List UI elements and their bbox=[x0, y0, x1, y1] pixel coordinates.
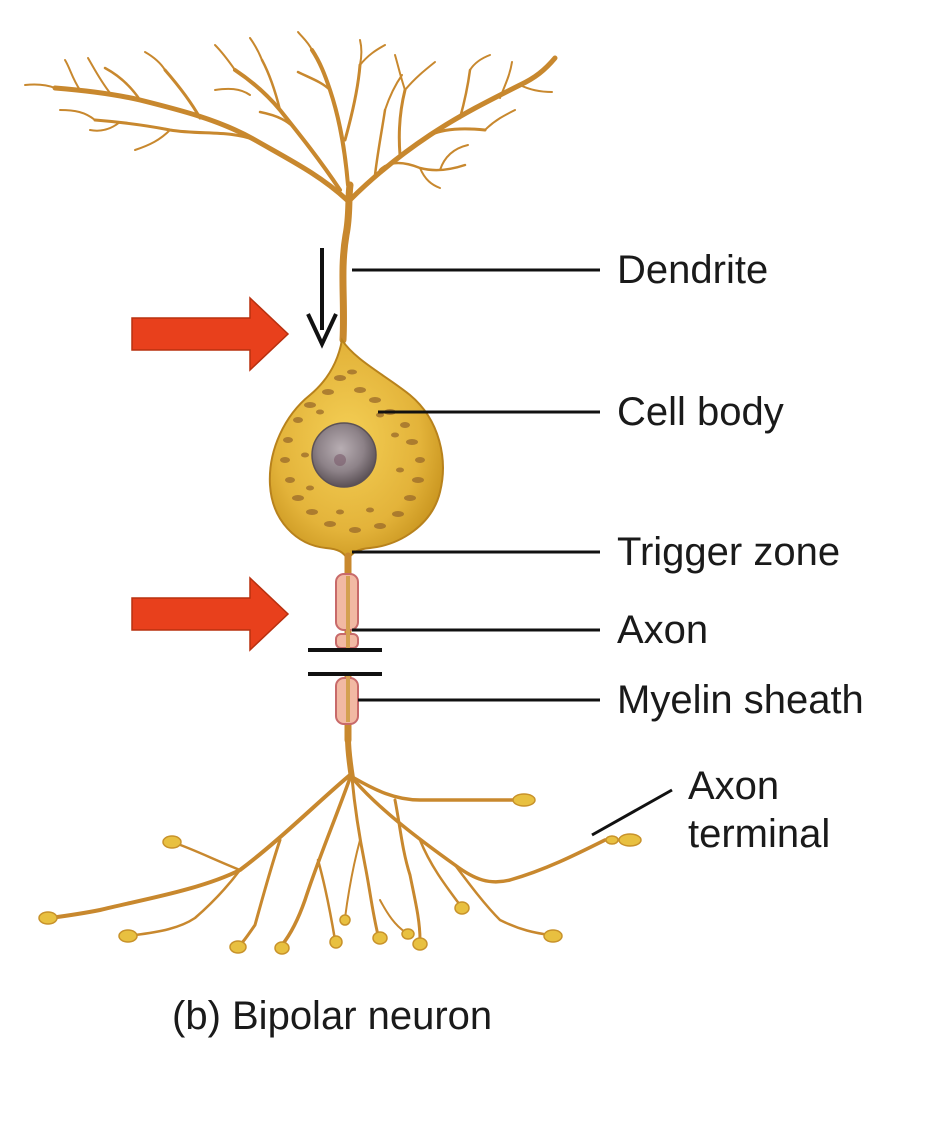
cell-body bbox=[268, 337, 444, 563]
label-cell-body: Cell body bbox=[617, 390, 784, 434]
signal-direction-arrow bbox=[306, 248, 338, 349]
red-arrow-lower bbox=[131, 576, 290, 652]
label-axon-terminal-line1: Axon bbox=[688, 764, 780, 808]
axon-terminals bbox=[48, 735, 607, 947]
axon bbox=[308, 552, 382, 744]
terminal-bulbs bbox=[38, 793, 642, 955]
red-arrow-upper bbox=[131, 296, 290, 372]
leader-line-axon-terminal bbox=[591, 788, 673, 837]
dendrite-tree bbox=[24, 31, 558, 344]
label-axon: Axon bbox=[617, 608, 709, 652]
label-axon-terminal-line2: terminal bbox=[688, 812, 831, 856]
nissl-bodies bbox=[280, 369, 425, 533]
label-dendrite: Dendrite bbox=[617, 248, 769, 292]
leader-lines bbox=[352, 268, 673, 837]
nucleus bbox=[311, 422, 377, 488]
label-trigger-zone: Trigger zone bbox=[617, 530, 841, 574]
nucleolus bbox=[334, 454, 346, 466]
figure-caption: (b) Bipolar neuron bbox=[172, 994, 493, 1038]
label-myelin-sheath: Myelin sheath bbox=[617, 678, 864, 722]
